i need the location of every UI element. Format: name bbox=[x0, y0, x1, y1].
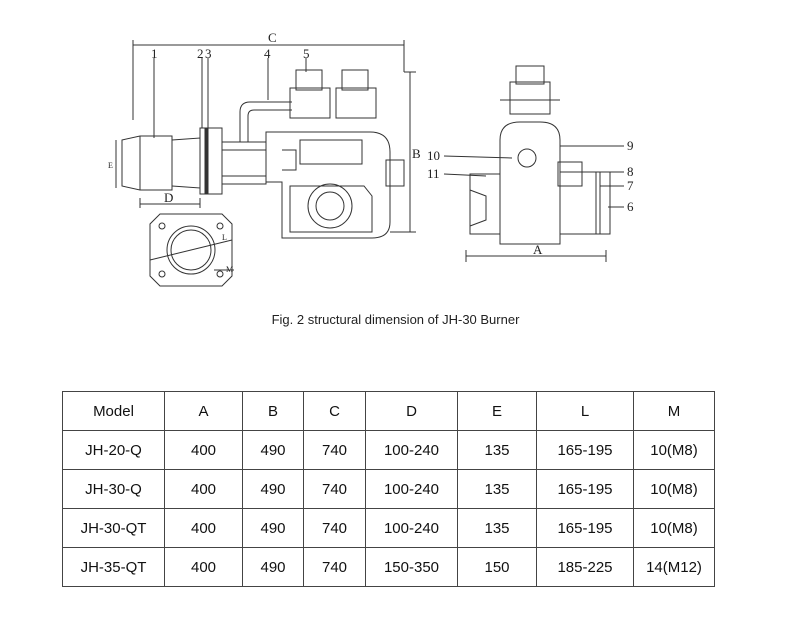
table-cell: JH-35-QT bbox=[62, 547, 165, 587]
dim-label-b: B bbox=[412, 146, 421, 161]
part-label-8: 8 bbox=[627, 164, 634, 179]
col-header-d: D bbox=[365, 391, 458, 431]
table-row: JH-35-QT 400 490 740 150-350 150 185-225… bbox=[62, 547, 715, 587]
table-cell: 400 bbox=[164, 547, 243, 587]
col-header-a: A bbox=[164, 391, 243, 431]
part-label-3: 3 bbox=[205, 46, 212, 61]
part-label-1: 1 bbox=[151, 46, 158, 61]
dim-label-l: L bbox=[222, 233, 227, 242]
dim-label-m: M bbox=[226, 265, 233, 274]
table-cell: 740 bbox=[303, 508, 366, 548]
table-header-row: Model A B C D E L M bbox=[62, 391, 715, 431]
part-label-6: 6 bbox=[627, 199, 634, 214]
flange-plate bbox=[149, 213, 234, 287]
part-label-2: 2 bbox=[197, 46, 204, 61]
table-row: JH-20-Q 400 490 740 100-240 135 165-195 … bbox=[62, 430, 715, 470]
table-cell: 490 bbox=[242, 547, 304, 587]
table-cell: JH-30-Q bbox=[62, 469, 165, 509]
table-cell: 100-240 bbox=[365, 469, 458, 509]
table-cell: 740 bbox=[303, 547, 366, 587]
part-label-5: 5 bbox=[303, 46, 310, 61]
table-cell: 14(M12) bbox=[633, 547, 715, 587]
table-cell: 135 bbox=[457, 469, 537, 509]
front-view bbox=[443, 65, 624, 262]
col-header-model: Model bbox=[62, 391, 165, 431]
table-cell: 490 bbox=[242, 469, 304, 509]
col-header-b: B bbox=[242, 391, 304, 431]
col-header-l: L bbox=[536, 391, 634, 431]
table-cell: 400 bbox=[164, 469, 243, 509]
part-label-10: 10 bbox=[427, 148, 440, 163]
table-cell: JH-30-QT bbox=[62, 508, 165, 548]
table-cell: 135 bbox=[457, 430, 537, 470]
table-cell: JH-20-Q bbox=[62, 430, 165, 470]
table-row: JH-30-Q 400 490 740 100-240 135 165-195 … bbox=[62, 469, 715, 509]
table-cell: 10(M8) bbox=[633, 469, 715, 509]
table-row: JH-30-QT 400 490 740 100-240 135 165-195… bbox=[62, 508, 715, 548]
table-cell: 165-195 bbox=[536, 508, 634, 548]
side-view bbox=[115, 40, 416, 239]
table-cell: 165-195 bbox=[536, 469, 634, 509]
dim-label-a: A bbox=[533, 242, 543, 257]
col-header-e: E bbox=[457, 391, 537, 431]
part-label-11: 11 bbox=[427, 166, 440, 181]
table-cell: 185-225 bbox=[536, 547, 634, 587]
dim-label-c: C bbox=[268, 30, 277, 45]
table-cell: 10(M8) bbox=[633, 508, 715, 548]
table-cell: 740 bbox=[303, 469, 366, 509]
part-label-4: 4 bbox=[264, 46, 271, 61]
table-cell: 100-240 bbox=[365, 430, 458, 470]
table-cell: 490 bbox=[242, 508, 304, 548]
table-cell: 400 bbox=[164, 430, 243, 470]
part-label-9: 9 bbox=[627, 138, 634, 153]
dim-label-e: E bbox=[108, 161, 113, 170]
table-cell: 490 bbox=[242, 430, 304, 470]
table-cell: 150 bbox=[457, 547, 537, 587]
part-label-7: 7 bbox=[627, 178, 634, 193]
table-cell: 135 bbox=[457, 508, 537, 548]
figure-caption: Fig. 2 structural dimension of JH-30 Bur… bbox=[271, 312, 520, 327]
col-header-m: M bbox=[633, 391, 715, 431]
col-header-c: C bbox=[303, 391, 366, 431]
table-cell: 740 bbox=[303, 430, 366, 470]
table-cell: 165-195 bbox=[536, 430, 634, 470]
table-cell: 100-240 bbox=[365, 508, 458, 548]
dim-label-d: D bbox=[164, 190, 173, 205]
burner-technical-drawing: C 1 2 3 4 5 B D E L M 9 8 7 6 10 11 A bbox=[108, 30, 634, 287]
table-cell: 150-350 bbox=[365, 547, 458, 587]
table-cell: 400 bbox=[164, 508, 243, 548]
spec-table: Model A B C D E L M JH-20-Q 400 490 740 … bbox=[62, 391, 715, 587]
table-cell: 10(M8) bbox=[633, 430, 715, 470]
